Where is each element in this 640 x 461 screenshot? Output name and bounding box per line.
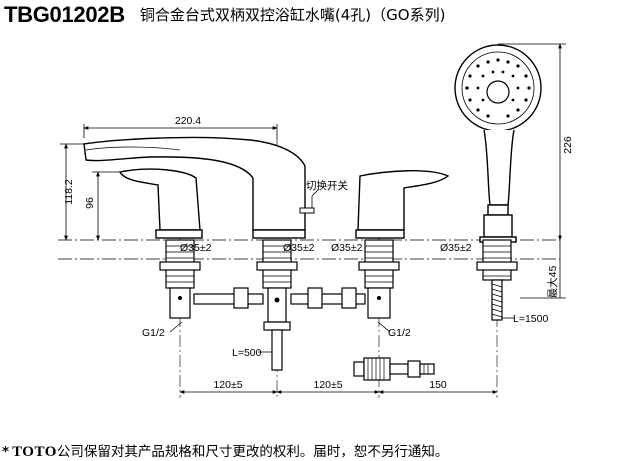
title-row: TBG01202B 铜合金台式双柄双控浴缸水嘴(4孔)（GO系列) <box>4 2 445 30</box>
brand-name: TOTO <box>12 444 57 460</box>
spacing-2-label: 120±5 <box>313 379 342 391</box>
centerlines <box>179 140 498 398</box>
hole-dia-1: Ø35±2 <box>180 242 212 254</box>
spacing-3-label: 150 <box>429 379 447 391</box>
footnote-star: * <box>2 444 10 460</box>
thread-leaders <box>169 321 391 333</box>
dim-spout-length <box>83 124 278 140</box>
spout-height-label: 118.2 <box>63 179 75 205</box>
hose-length-label: L=1500 <box>513 313 548 325</box>
shower-nozzles <box>465 58 531 118</box>
lock-nuts <box>159 261 518 271</box>
thread-left-label: G1/2 <box>142 327 165 339</box>
dim-max-deck <box>520 240 566 299</box>
supply-length-label: L=500 <box>232 347 262 359</box>
footer-text: 公司保留对其产品规格和尺寸更改的权利。届时，恕不另行通知。 <box>56 444 449 460</box>
diverter-leader <box>311 189 319 208</box>
hose-ribs <box>491 283 503 318</box>
model-number: TBG01202B <box>4 2 125 27</box>
max-deck-label: 最大45 <box>546 266 559 299</box>
dim-shower-height <box>498 43 566 241</box>
thread-right-label: G1/2 <box>388 327 411 339</box>
diverter-label: 切换开关 <box>306 179 348 192</box>
spacing-1-label: 120±5 <box>213 379 242 391</box>
spout-length-label: 220.4 <box>175 115 201 127</box>
dim-spout-height <box>60 143 120 241</box>
hand-shower <box>454 44 542 243</box>
product-title: 铜合金台式双柄双控浴缸水嘴(4孔)（GO系列) <box>139 6 446 24</box>
deck-lines <box>58 239 560 260</box>
shower-hose <box>491 279 503 321</box>
right-handle <box>355 170 450 239</box>
supply-fitting <box>353 357 435 381</box>
footer-notice: *TOTO公司保留对其产品规格和尺寸更改的权利。届时，恕不另行通知。 <box>2 440 448 461</box>
hole-dia-2: Ø35±2 <box>283 242 315 254</box>
left-handle <box>118 168 203 239</box>
hole-dia-4: Ø35±2 <box>440 242 472 254</box>
handle-height-label: 96 <box>84 197 96 209</box>
shower-height-label: 226 <box>562 136 574 154</box>
supply-fitting-threads <box>367 358 429 380</box>
valve-marks <box>178 296 381 303</box>
spout <box>83 136 315 239</box>
hole-dia-3: Ø35±2 <box>331 242 363 254</box>
manifold <box>169 287 391 371</box>
